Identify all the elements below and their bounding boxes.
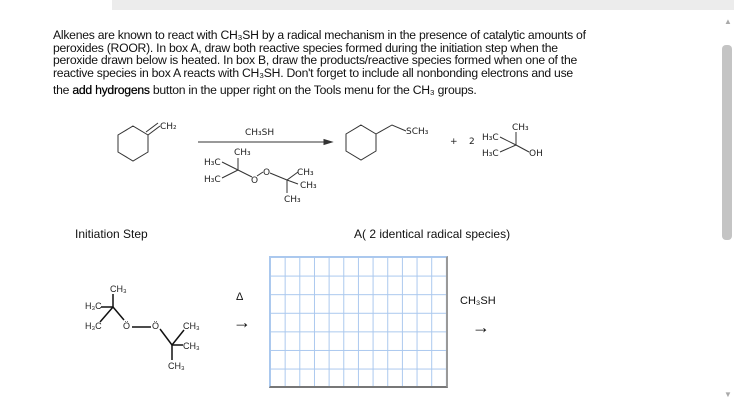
ch3-label: CH₃ bbox=[234, 148, 251, 158]
scroll-down-icon[interactable]: ▼ bbox=[724, 390, 732, 399]
question-text: Alkenes are known to react with CH₃SH by… bbox=[53, 29, 693, 97]
propagation-arrow: → bbox=[472, 317, 490, 337]
heat-symbol: Δ bbox=[236, 291, 244, 303]
add-hydrogens-emphasis: add hydrogens bbox=[72, 83, 150, 97]
text: the bbox=[53, 83, 73, 97]
initiation-step-label: Initiation Step bbox=[75, 227, 148, 241]
ch3-label: CH₃ bbox=[183, 321, 200, 331]
active-tab[interactable] bbox=[0, 0, 112, 10]
ch3-label: CH₃ bbox=[300, 181, 317, 191]
oh-label: OH bbox=[529, 149, 543, 159]
reagent-label: CH₃SH bbox=[460, 295, 496, 307]
ch3-label: CH₃ bbox=[110, 284, 127, 294]
ch3-label: CH₃ bbox=[168, 361, 185, 371]
h3c-label: H₃C bbox=[204, 175, 221, 185]
ch3-label: CH₃ bbox=[183, 341, 200, 351]
h3c-label: H₃C bbox=[482, 133, 499, 143]
oxygen-label: O bbox=[251, 176, 258, 186]
sch3-label: SCH₃ bbox=[406, 127, 429, 137]
question-line: peroxides (ROOR). In box A, draw both re… bbox=[53, 40, 558, 55]
h3c-label: H₃C bbox=[85, 321, 102, 331]
scrollbar-thumb[interactable] bbox=[722, 45, 732, 240]
initiation-scheme: CH₃ H₃C H₃C Ö Ö CH₃ CH₃ CH₃ bbox=[85, 284, 200, 371]
box-a-drawing-area[interactable] bbox=[269, 256, 448, 388]
plus-sign: + bbox=[450, 137, 458, 147]
box-a-label: A( 2 identical radical species) bbox=[354, 227, 511, 241]
ch3-label: CH₃ bbox=[512, 123, 529, 133]
ch3-label: CH₃ bbox=[284, 195, 301, 205]
question-line: peroxide drawn below is heated. In box B… bbox=[53, 53, 578, 67]
question-line: reactive species in box A reacts with CH… bbox=[53, 65, 573, 80]
oxygen-label: Ö bbox=[123, 321, 130, 331]
oxygen-label: Ö bbox=[152, 321, 159, 331]
h3c-label: H₃C bbox=[85, 301, 102, 311]
h3c-label: H₃C bbox=[204, 158, 221, 168]
reagent-label: CH₃SH bbox=[245, 128, 274, 138]
scroll-up-icon[interactable]: ▲ bbox=[724, 17, 732, 26]
ch2-label: CH₂ bbox=[160, 122, 177, 132]
cyclohexane-ring bbox=[345, 124, 377, 161]
oxygen-label: O bbox=[263, 168, 270, 178]
initiation-arrow: → bbox=[233, 312, 251, 332]
question-line: the add hydrogens button in the upper ri… bbox=[53, 84, 693, 97]
h3c-label: H₃C bbox=[482, 149, 499, 159]
coefficient: 2 bbox=[469, 137, 475, 147]
ch3-label: CH₃ bbox=[297, 168, 314, 178]
reaction-scheme: CH₂ CH₃SH CH₃ H₃C H₃C O O CH₃ CH₃ CH₃ SC… bbox=[117, 122, 543, 205]
tab-bar bbox=[0, 0, 734, 10]
text: button in the upper right on the Tools m… bbox=[149, 83, 477, 97]
question-line: Alkenes are known to react with CH₃SH by… bbox=[53, 28, 586, 42]
